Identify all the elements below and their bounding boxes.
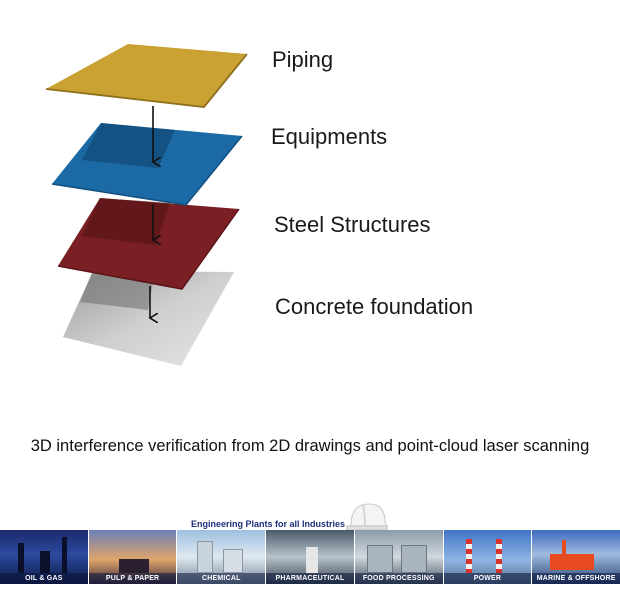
steel-edge [57, 208, 240, 290]
industry-label: CHEMICAL [177, 573, 266, 584]
industry-panel-food-processing: FOOD PROCESSING [354, 530, 444, 584]
industry-label: POWER [443, 573, 532, 584]
industry-label: PULP & PAPER [88, 573, 177, 584]
label-piping: Piping [272, 47, 334, 72]
piping-layer [46, 44, 247, 107]
banner-title: Engineering Plants for all Industries [191, 519, 346, 529]
industry-panel-oil-gas: OIL & GAS [0, 530, 89, 584]
equipments-shadow [82, 123, 175, 168]
caption: 3D interference verification from 2D dra… [30, 437, 590, 455]
label-equipments: Equipments [271, 124, 388, 149]
piping-edge [45, 53, 248, 108]
industry-panel-marine-offshore: MARINE & OFFSHORE [532, 530, 620, 584]
industry-panel-chemical: CHEMICAL [177, 530, 267, 584]
industry-panel-pharmaceutical: PHARMACEUTICAL [266, 530, 355, 584]
industry-label: OIL & GAS [0, 573, 88, 584]
steel-shadow [82, 198, 170, 245]
label-concrete-foundation: Concrete foundation [275, 294, 474, 319]
industry-panel-power: POWER [443, 530, 533, 584]
industries-banner: OIL & GAS PULP & PAPER CHEMICAL PHARMACE… [0, 530, 620, 584]
industry-label: MARINE & OFFSHORE [532, 573, 620, 584]
hardhat-icon [346, 503, 388, 531]
industry-label: FOOD PROCESSING [354, 573, 443, 584]
layer-stack-diagram [45, 44, 248, 366]
industry-label: PHARMACEUTICAL [266, 573, 354, 584]
equipments-edge [51, 135, 243, 206]
label-steel-structures: Steel Structures [274, 212, 431, 237]
industry-panel-pulp-paper: PULP & PAPER [88, 530, 178, 584]
